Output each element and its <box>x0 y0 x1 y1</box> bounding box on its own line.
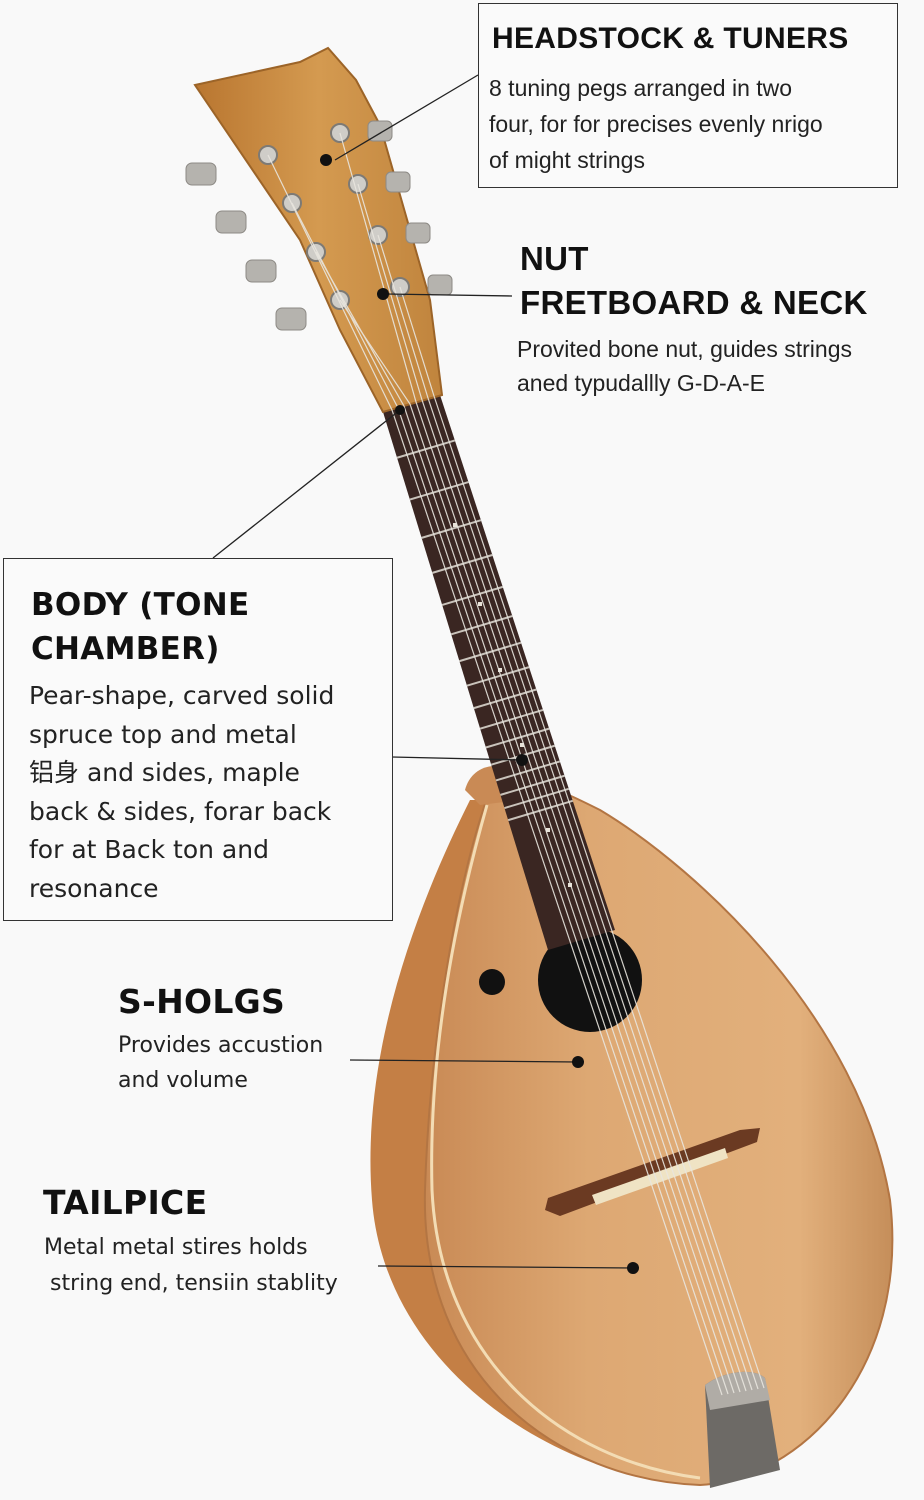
tuner-button-icon <box>185 162 217 186</box>
tuner-button-icon <box>385 171 411 193</box>
fret <box>432 554 493 574</box>
body-title: BODY (TONE CHAMBER) <box>31 583 250 671</box>
desc-line: string end, tensiin stablity <box>50 1271 338 1296</box>
body-binding <box>430 804 701 1480</box>
fret-marker <box>520 743 524 747</box>
string <box>339 132 747 1392</box>
body-top <box>423 780 894 1487</box>
fretboard-title: FRETBOARD & NECK <box>520 284 868 321</box>
string <box>377 234 759 1390</box>
fretboard <box>383 395 615 950</box>
leader-nut <box>385 293 513 297</box>
desc-line: of might strings <box>489 147 645 173</box>
tuner-button-icon <box>367 120 393 142</box>
body-desc: Pear-shape, carved solid spruce top and … <box>29 677 334 908</box>
string <box>357 183 753 1391</box>
fretboard-desc: Provited bone nut, guides strings aned t… <box>517 332 852 400</box>
desc-line: resonance <box>29 873 159 903</box>
desc-line: and volume <box>118 1068 248 1093</box>
tuner-button-icon <box>405 222 431 244</box>
callout-body: BODY (TONE CHAMBER) Pear-shape, carved s… <box>3 558 393 921</box>
tailpiece-title: TAILPICE <box>43 1183 208 1222</box>
fret-marker <box>478 602 482 606</box>
desc-line: spruce top and metal <box>29 719 297 749</box>
desc-line: Provides accustion <box>118 1033 324 1058</box>
desc-line: Provited bone nut, guides strings <box>517 336 852 362</box>
leader-headstock <box>334 74 479 161</box>
sholes-desc: Provides accustion and volume <box>118 1028 323 1098</box>
leader-sholes <box>349 1059 579 1063</box>
fret-marker <box>453 523 457 527</box>
headstock-desc: 8 tuning pegs arranged in two four, for … <box>489 70 823 178</box>
leader-body-top <box>212 409 401 559</box>
desc-line: Pear-shape, carved solid <box>29 681 335 710</box>
string <box>267 154 723 1396</box>
tuner-button-icon <box>427 274 453 296</box>
fret <box>495 760 561 782</box>
tuner-button-icon <box>215 210 247 234</box>
desc-line: four, for for precises evenly nrigo <box>489 111 823 137</box>
title-line: CHAMBER) <box>31 631 220 667</box>
leader-body <box>391 756 523 761</box>
fret <box>507 799 574 822</box>
string <box>339 299 741 1393</box>
callout-headstock: HEADSTOCK & TUNERS 8 tuning pegs arrange… <box>478 3 898 188</box>
tuner-button-icon <box>245 259 277 283</box>
tailpiece-desc: Metal metal stires holds string end, ten… <box>44 1230 338 1302</box>
nut-title: NUT <box>520 240 589 277</box>
tuner-button-icon <box>275 307 307 331</box>
desc-line: back & sides, forar back <box>29 796 332 826</box>
desc-line: 8 tuning pegs arranged in two <box>489 75 793 101</box>
fret <box>504 787 570 810</box>
string <box>315 251 735 1394</box>
desc-line: 铝身 and sides, maple <box>29 758 300 787</box>
fret <box>500 774 565 796</box>
desc-line: for at Back ton and <box>29 835 269 864</box>
leader-tailpiece <box>377 1265 634 1269</box>
headstock-title: HEADSTOCK & TUNERS <box>492 22 849 55</box>
fret <box>441 585 504 606</box>
sholes-title: S-HOLGS <box>118 982 286 1021</box>
fret-marker <box>546 828 550 832</box>
string <box>399 286 765 1389</box>
desc-line: Metal metal stires holds <box>44 1235 308 1260</box>
desc-line: aned typudallly G-D-A-E <box>517 370 765 396</box>
title-line: BODY (TONE <box>31 587 250 623</box>
fret-marker <box>568 883 572 887</box>
small-sound-hole <box>479 969 505 995</box>
fret-marker <box>498 668 502 672</box>
